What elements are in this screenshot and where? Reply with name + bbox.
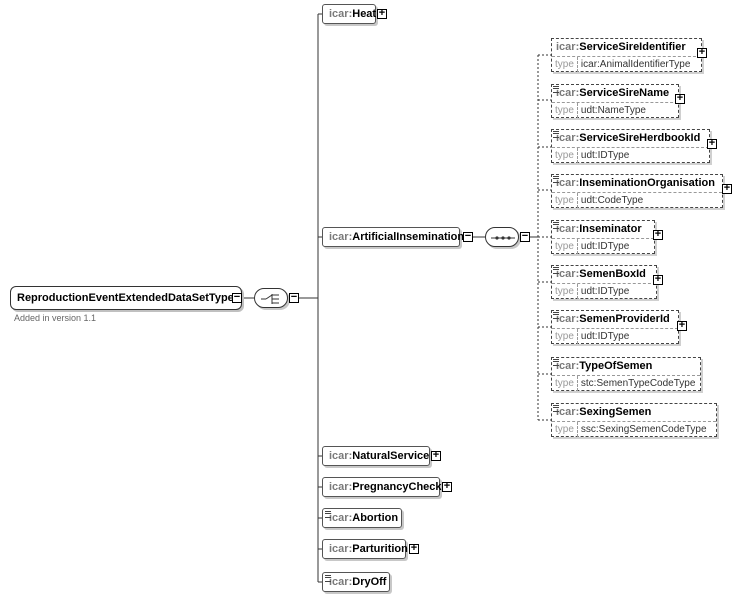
collapse-artificial-insemination-icon[interactable]: −: [463, 230, 473, 242]
documentation-icon: [325, 511, 331, 518]
documentation-icon: [553, 359, 559, 366]
collapse-choice-icon[interactable]: −: [289, 291, 299, 303]
element-natural-service[interactable]: icar:NaturalService: [322, 446, 430, 466]
element-abortion[interactable]: icar:Abortion: [322, 508, 402, 528]
expand-parturition-icon[interactable]: +: [409, 542, 419, 554]
sequence-compositor[interactable]: [485, 227, 519, 247]
documentation-icon: [553, 312, 559, 319]
expand-service-sire-identifier-icon[interactable]: +: [697, 46, 707, 58]
documentation-icon: [553, 131, 559, 138]
expand-insemination-organisation-icon[interactable]: +: [722, 182, 732, 194]
version-note: Added in version 1.1: [14, 313, 97, 323]
element-heat[interactable]: icar:Heat: [322, 4, 376, 24]
expand-natural-service-icon[interactable]: +: [431, 449, 441, 461]
collapse-root-icon[interactable]: −: [232, 291, 242, 303]
expand-service-sire-name-icon[interactable]: +: [675, 92, 685, 104]
root-type-name: ReproductionEventExtendedDataSetType: [17, 292, 234, 304]
element-artificial-insemination[interactable]: icar:ArtificialInsemination: [322, 227, 464, 247]
expand-semen-box-id-icon[interactable]: +: [653, 273, 663, 285]
collapse-sequence-icon[interactable]: −: [520, 230, 530, 242]
expand-service-sire-herdbook-id-icon[interactable]: +: [707, 137, 717, 149]
sequence-icon: [491, 236, 515, 240]
documentation-icon: [553, 86, 559, 93]
documentation-icon: [325, 575, 331, 582]
documentation-icon: [553, 405, 559, 412]
expand-semen-provider-id-icon[interactable]: +: [677, 319, 687, 331]
root-type-box[interactable]: ReproductionEventExtendedDataSetType: [10, 286, 242, 310]
documentation-icon: [553, 176, 559, 183]
element-pregnancy-check[interactable]: icar:PregnancyCheck: [322, 477, 442, 497]
documentation-icon: [553, 222, 559, 229]
choice-compositor[interactable]: [254, 288, 288, 308]
expand-inseminator-icon[interactable]: +: [653, 228, 663, 240]
expand-heat-icon[interactable]: +: [377, 7, 387, 19]
element-dry-off[interactable]: icar:DryOff: [322, 572, 390, 592]
element-parturition[interactable]: icar:Parturition: [322, 539, 408, 559]
expand-pregnancy-check-icon[interactable]: +: [442, 480, 452, 492]
choice-icon: [261, 294, 279, 304]
documentation-icon: [553, 267, 559, 274]
